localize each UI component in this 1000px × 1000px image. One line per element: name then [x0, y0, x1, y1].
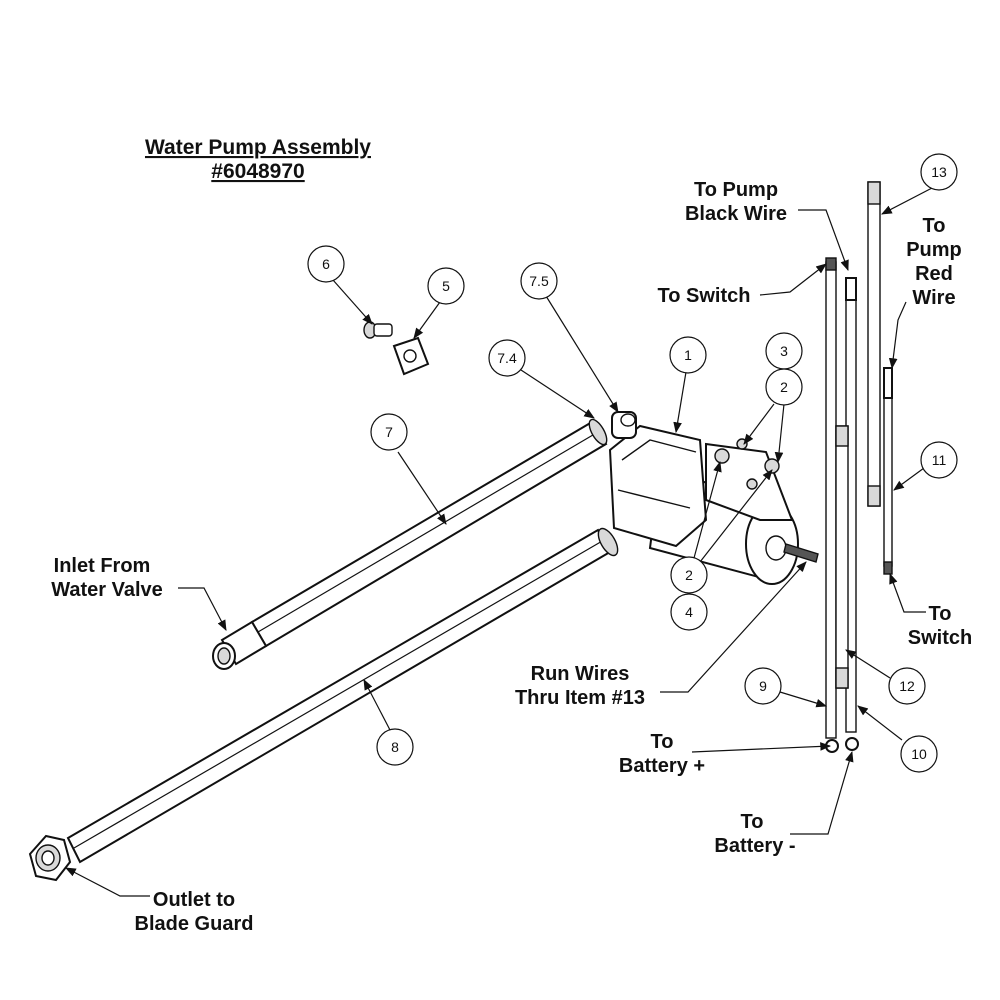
- callout-run-wires-line2: Thru Item #13: [515, 687, 645, 709]
- item-bubble-3: 3: [765, 332, 803, 370]
- svg-text:5: 5: [442, 278, 450, 294]
- callout-inlet-line1: Inlet From: [54, 555, 151, 577]
- svg-text:8: 8: [391, 739, 399, 755]
- svg-text:7.5: 7.5: [529, 273, 549, 289]
- callout-run-wires-line1: Run Wires: [531, 663, 630, 685]
- callout-to-pump-red-wire-line1: To: [923, 215, 946, 237]
- svg-text:6: 6: [322, 256, 330, 272]
- callout-to-pump-black-wire-line1: To Pump: [694, 179, 778, 201]
- item-bubble-2-bottom: 2: [670, 556, 708, 594]
- svg-text:10: 10: [911, 746, 927, 762]
- svg-text:4: 4: [685, 604, 693, 620]
- wire-11: [883, 367, 893, 575]
- item-bubble-1: 1: [669, 336, 707, 374]
- svg-text:7.4: 7.4: [497, 350, 517, 366]
- leader-lines: [65, 187, 933, 897]
- svg-text:1: 1: [684, 347, 692, 363]
- callout-to-battery-minus-line2: Battery -: [714, 835, 795, 857]
- fitting-5: [392, 336, 430, 376]
- svg-text:2: 2: [780, 379, 788, 395]
- item-bubble-6: 6: [307, 245, 345, 283]
- callout-outlet-line2: Blade Guard: [135, 913, 254, 935]
- item-bubble-9: 9: [744, 667, 782, 705]
- item-bubble-12: 12: [888, 667, 926, 705]
- callout-inlet-line2: Water Valve: [51, 579, 163, 601]
- callout-to-pump-red-wire-line4: Wire: [912, 287, 955, 309]
- sleeve-12: [835, 425, 849, 689]
- item-bubble-7: 7: [370, 413, 408, 451]
- svg-text:13: 13: [931, 164, 947, 180]
- callout-outlet-line1: Outlet to: [153, 889, 235, 911]
- svg-text:12: 12: [899, 678, 915, 694]
- callout-to-switch-top: To Switch: [658, 285, 751, 307]
- diagram-title-line2: #6048970: [211, 160, 304, 183]
- fitting-6: [363, 321, 393, 339]
- item-bubble-11: 11: [920, 441, 958, 479]
- svg-text:7: 7: [385, 424, 393, 440]
- inlet-hose-7: [212, 418, 608, 670]
- callout-to-battery-plus-line1: To: [651, 731, 674, 753]
- item-bubble-10: 10: [900, 735, 938, 773]
- callout-to-battery-plus-line2: Battery +: [619, 755, 705, 777]
- callout-to-switch-right-line2: Switch: [908, 627, 972, 649]
- item-bubble-13: 13: [920, 153, 958, 191]
- item-bubble-7-5: 7.5: [520, 262, 558, 300]
- svg-text:9: 9: [759, 678, 767, 694]
- callout-to-pump-black-wire-line2: Black Wire: [685, 203, 787, 225]
- callout-to-battery-minus-line1: To: [741, 811, 764, 833]
- svg-text:2: 2: [685, 567, 693, 583]
- svg-text:11: 11: [932, 452, 947, 468]
- diagram-title-line1: Water Pump Assembly: [145, 136, 371, 159]
- item-bubble-5: 5: [427, 267, 465, 305]
- callout-to-pump-red-wire-line3: Red: [915, 263, 953, 285]
- callout-to-pump-red-wire-line2: Pump: [906, 239, 962, 261]
- outlet-hose-8: [28, 527, 619, 882]
- svg-text:3: 3: [780, 343, 788, 359]
- item-bubble-4: 4: [670, 593, 708, 631]
- item-bubble-2-top: 2: [765, 368, 803, 406]
- item-bubble-8: 8: [376, 728, 414, 766]
- item-bubble-7-4: 7.4: [488, 339, 526, 377]
- sleeve-13: [867, 181, 881, 507]
- water-pump-1: [608, 411, 819, 585]
- callout-to-switch-right-line1: To: [929, 603, 952, 625]
